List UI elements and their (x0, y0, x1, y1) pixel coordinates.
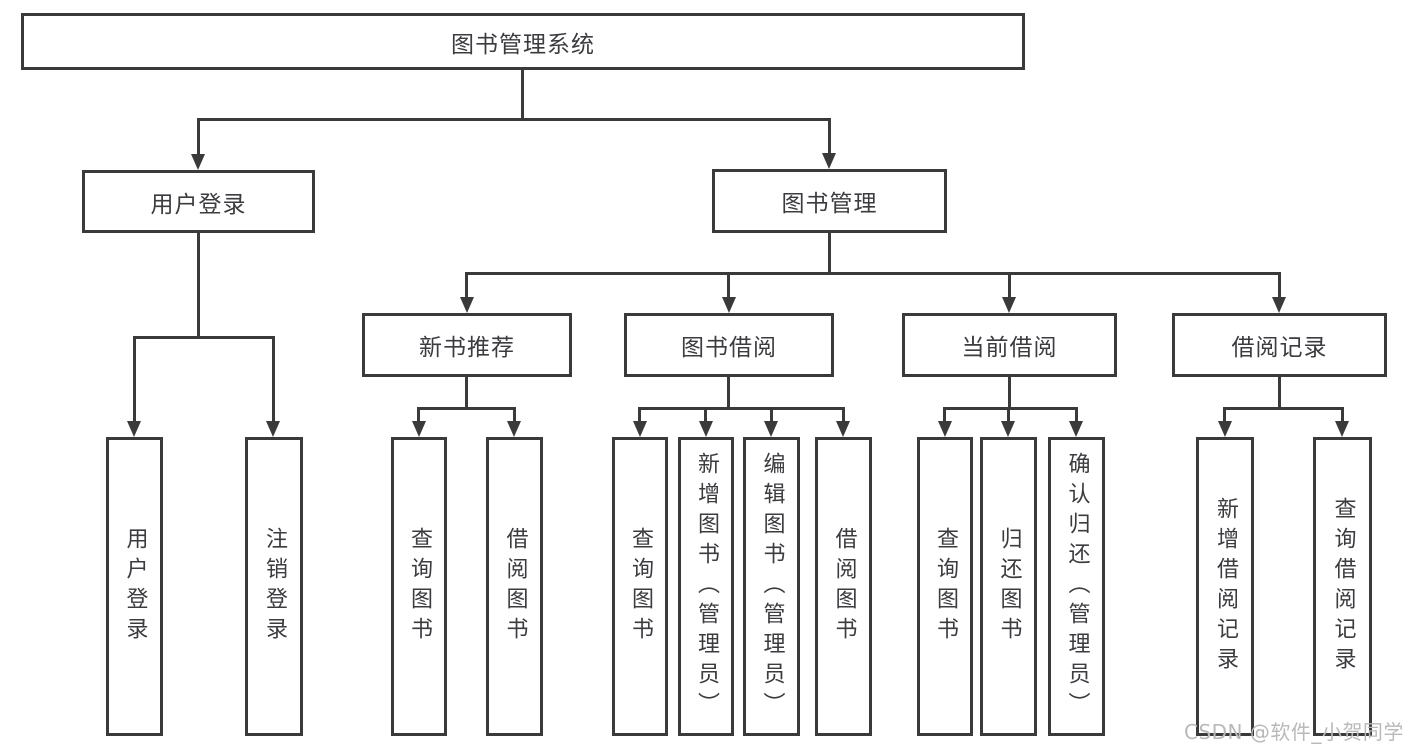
leaf-logout: 注销登录 (245, 437, 303, 736)
arrow-down-icon (1069, 421, 1083, 437)
connector-line (465, 272, 468, 300)
node-book-borrowing: 图书借阅 (624, 313, 834, 377)
node-label: 查询图书 (933, 526, 958, 647)
arrow-down-icon (1218, 421, 1232, 437)
node-label: 图书借阅 (681, 335, 777, 361)
arrow-down-icon (460, 297, 474, 313)
node-label: 编辑图书（管理员） (759, 451, 785, 722)
leaf-query-books-current: 查询图书 (917, 437, 973, 736)
node-borrowing-records: 借阅记录 (1172, 313, 1387, 377)
arrow-down-icon (1002, 297, 1016, 313)
node-label: 归还图书 (996, 526, 1022, 647)
connector-line (638, 407, 641, 424)
leaf-add-books-admin: 新增图书（管理员） (678, 437, 734, 736)
node-new-book-recommendation: 新书推荐 (362, 313, 572, 377)
leaf-user-login: 用户登录 (106, 437, 163, 736)
connector-line (1341, 407, 1344, 424)
arrow-down-icon (1335, 421, 1349, 437)
connector-line (197, 233, 200, 339)
node-label: 新书推荐 (419, 335, 515, 361)
connector-line (1007, 407, 1010, 424)
node-label: 注销登录 (262, 526, 287, 647)
csdn-watermark: CSDN @软件_小贺同学 (1184, 720, 1404, 744)
connector-line (1223, 407, 1344, 410)
node-label: 图书管理系统 (451, 31, 595, 58)
connector-line (1075, 407, 1078, 424)
leaf-return-books: 归还图书 (980, 437, 1037, 736)
connector-line (727, 377, 730, 410)
node-label: 借阅记录 (1231, 335, 1328, 361)
arrow-down-icon (633, 421, 647, 437)
node-label: 用户登录 (122, 526, 148, 647)
leaf-borrow-books-borrowing: 借阅图书 (815, 437, 872, 736)
node-label: 新增图书（管理员） (694, 451, 719, 722)
connector-line (417, 407, 516, 410)
node-library-management-system: 图书管理系统 (21, 13, 1025, 70)
connector-line (133, 336, 136, 424)
connector-line (521, 70, 524, 121)
node-label: 查询图书 (407, 526, 432, 647)
arrow-down-icon (127, 421, 141, 437)
leaf-query-books-borrowing: 查询图书 (612, 437, 668, 736)
arrow-down-icon (266, 421, 280, 437)
arrow-down-icon (836, 421, 850, 437)
connector-line (943, 407, 1078, 410)
node-label: 借阅图书 (502, 526, 528, 647)
connector-line (943, 407, 946, 424)
arrow-down-icon (412, 421, 426, 437)
connector-line (1278, 377, 1281, 410)
arrow-down-icon (191, 154, 205, 170)
node-user-login: 用户登录 (82, 170, 315, 233)
connector-line (417, 407, 420, 424)
node-label: 借阅图书 (831, 526, 857, 647)
connector-line (465, 377, 468, 410)
node-book-management: 图书管理 (712, 169, 947, 233)
arrow-down-icon (1272, 297, 1286, 313)
arrow-down-icon (722, 297, 736, 313)
connector-line (828, 118, 831, 156)
connector-line (1008, 377, 1011, 410)
arrow-down-icon (822, 153, 836, 169)
node-label: 查询借阅记录 (1330, 496, 1356, 677)
connector-line (197, 118, 831, 121)
connector-line (828, 233, 831, 275)
node-label: 确认归还（管理员） (1064, 451, 1090, 722)
connector-line (1008, 272, 1011, 300)
node-label: 用户登录 (150, 191, 247, 218)
leaf-query-books-recommend: 查询图书 (391, 437, 447, 736)
connector-line (770, 407, 773, 424)
leaf-borrow-books-recommend: 借阅图书 (486, 437, 543, 736)
connector-line (727, 272, 730, 300)
arrow-down-icon (764, 421, 778, 437)
connector-line (197, 118, 200, 157)
leaf-edit-books-admin: 编辑图书（管理员） (743, 437, 800, 736)
connector-line (465, 272, 1281, 275)
arrow-down-icon (1001, 421, 1015, 437)
connector-line (513, 407, 516, 424)
connector-line (842, 407, 845, 424)
connector-line (704, 407, 707, 424)
leaf-confirm-return-admin: 确认归还（管理员） (1048, 437, 1105, 736)
connector-line (1278, 272, 1281, 300)
node-label: 新增借阅记录 (1213, 496, 1238, 677)
node-current-borrowing: 当前借阅 (902, 313, 1117, 377)
connector-line (638, 407, 845, 410)
arrow-down-icon (507, 421, 521, 437)
node-label: 图书管理 (781, 191, 878, 217)
connector-line (272, 336, 275, 424)
node-label: 查询图书 (628, 526, 653, 647)
leaf-add-borrow-record: 新增借阅记录 (1196, 437, 1254, 736)
leaf-query-borrow-record: 查询借阅记录 (1313, 437, 1372, 736)
connector-line (1223, 407, 1226, 424)
arrow-down-icon (938, 421, 952, 437)
connector-line (133, 336, 275, 339)
arrow-down-icon (699, 421, 713, 437)
node-label: 当前借阅 (961, 335, 1058, 361)
